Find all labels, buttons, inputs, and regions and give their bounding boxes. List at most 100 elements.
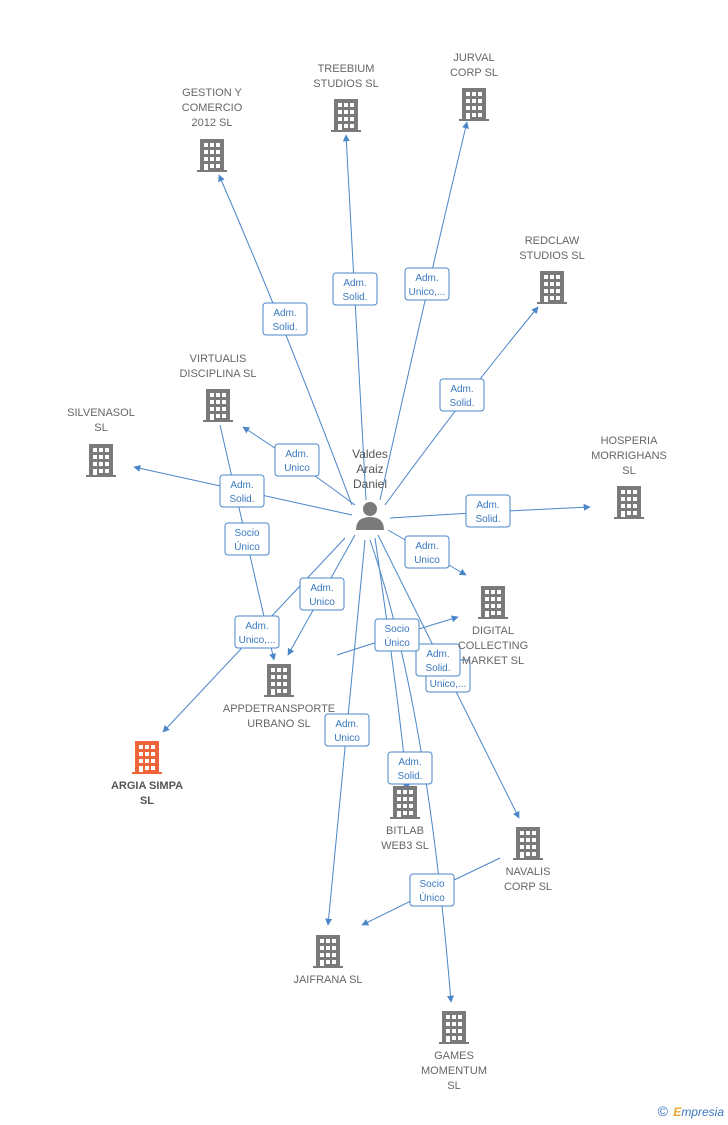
edge-label-box (465, 494, 511, 528)
company-name: ARGIA SIMPA (111, 780, 183, 792)
edge-label-text: Adm. (398, 757, 421, 768)
edge-label-box (439, 378, 485, 412)
company-node-games[interactable]: GAMES MOMENTUM SL (421, 1011, 487, 1092)
building-icon (614, 486, 644, 519)
building-icon (86, 444, 116, 477)
edge-label-digital[interactable]: Adm.Unico (404, 535, 450, 569)
company-name: STUDIOS SL (519, 250, 584, 262)
edge-label-text: Solid. (272, 322, 297, 333)
company-name: SL (622, 465, 635, 477)
person-name: Araiz (356, 462, 383, 476)
edge-label-bitlab[interactable]: Adm. Solid. (387, 751, 433, 785)
edge-label-box (219, 474, 265, 508)
nodes-layer: GESTION Y COMERCIO 2012 SL TREEBIUMSTUDIOS … (67, 52, 667, 1092)
edge-label-jaifrana[interactable]: Adm.Unico (324, 713, 370, 747)
company-node-appdet[interactable]: APPDETRANSPORTE URBANO SL (223, 664, 335, 730)
edge-label-text: Adm. (273, 308, 296, 319)
company-name: WEB3 SL (381, 840, 429, 852)
edge-to-jurval (379, 121, 469, 501)
edge-label-text: Único (384, 636, 410, 649)
company-name: VIRTUALIS (190, 353, 247, 365)
company-name: COLLECTING (458, 640, 528, 652)
edge-label-appdet[interactable]: Adm.Unico (299, 577, 345, 611)
edge-label-gestion[interactable]: Adm. Solid. (262, 302, 308, 336)
company-node-jaifrana[interactable]: JAIFRANA SL (293, 935, 363, 986)
building-icon (264, 664, 294, 697)
edge-label-text: Adm. (230, 480, 253, 491)
person-icon (356, 502, 384, 530)
company-name: SILVENASOL (67, 407, 135, 419)
company-name: 2012 SL (192, 117, 233, 129)
edge-label-jurval[interactable]: Adm. Unico,... (404, 267, 450, 301)
edge-to-games (369, 539, 454, 1003)
company-node-argia[interactable]: ARGIA SIMPA SL (111, 741, 183, 807)
company-name: SL (140, 795, 154, 807)
person-name: Daniel (353, 477, 387, 491)
building-icon (390, 786, 420, 819)
edge-label-text: Unico,... (239, 635, 276, 646)
edge-label-text: Adm. (415, 273, 438, 284)
edge-label-text: Único (234, 540, 260, 553)
edge-label-text: Solid. (449, 398, 474, 409)
building-icon (203, 389, 233, 422)
edge-label-games[interactable]: Adm.Solid. (415, 643, 461, 677)
copyright-symbol: © (657, 1103, 668, 1119)
edge-label-box (262, 302, 308, 336)
company-name: SL (94, 422, 107, 434)
edge-label-box (224, 522, 270, 556)
edge-label-text: Unico,... (409, 287, 446, 298)
building-icon (313, 935, 343, 968)
edge-label-redclaw[interactable]: Adm. Solid. (439, 378, 485, 412)
edge-label-text: Socio (234, 528, 259, 539)
building-icon (459, 88, 489, 121)
company-node-bitlab[interactable]: BITLAB WEB3 SL (381, 786, 429, 852)
company-name: GESTION Y (182, 87, 242, 99)
edge-to-treebium (342, 134, 367, 501)
edge-label-box (299, 577, 345, 611)
edge-label-silvenasol[interactable]: Adm. Solid. (219, 474, 265, 508)
edge-label-virtualis[interactable]: Adm.Unico (274, 443, 320, 477)
edge-label-text: Unico (284, 463, 310, 474)
company-name: SL (447, 1080, 460, 1092)
company-name: GAMES (434, 1050, 474, 1062)
edge-label-text: Adm. (310, 583, 333, 594)
company-name: MARKET SL (462, 655, 524, 667)
company-name: COMERCIO (182, 102, 243, 114)
edge-label-text: Adm. (450, 384, 473, 395)
company-name: STUDIOS SL (313, 78, 378, 90)
edge-label-text: Adm. (335, 719, 358, 730)
building-icon (439, 1011, 469, 1044)
company-name: BITLAB (386, 825, 424, 837)
edge-label-box (374, 618, 420, 652)
edge-label-box (409, 873, 455, 907)
building-icon (513, 827, 543, 860)
company-name: MORRIGHANS (591, 450, 667, 462)
edge-label-text: Adm. (426, 649, 449, 660)
edge-label-text: Adm. (245, 621, 268, 632)
company-node-silvenasol[interactable]: SILVENASOL SL (67, 407, 135, 477)
edge-label-argia[interactable]: Adm. Unico,... (234, 615, 280, 649)
edge-label-text: Solid. (397, 771, 422, 782)
edge-label-box (324, 713, 370, 747)
edge-label-box (274, 443, 320, 477)
company-node-gestion[interactable]: GESTION Y COMERCIO 2012 SL (182, 87, 243, 172)
company-name: URBANO SL (247, 718, 311, 730)
company-name: MOMENTUM (421, 1065, 487, 1077)
building-icon (478, 586, 508, 619)
edge-label-text: Solid. (229, 494, 254, 505)
company-name: APPDETRANSPORTE (223, 703, 335, 715)
edge-label-hosperia[interactable]: Adm.Solid. (465, 494, 511, 528)
edge-label-treebium[interactable]: Adm.Solid. (332, 272, 378, 306)
